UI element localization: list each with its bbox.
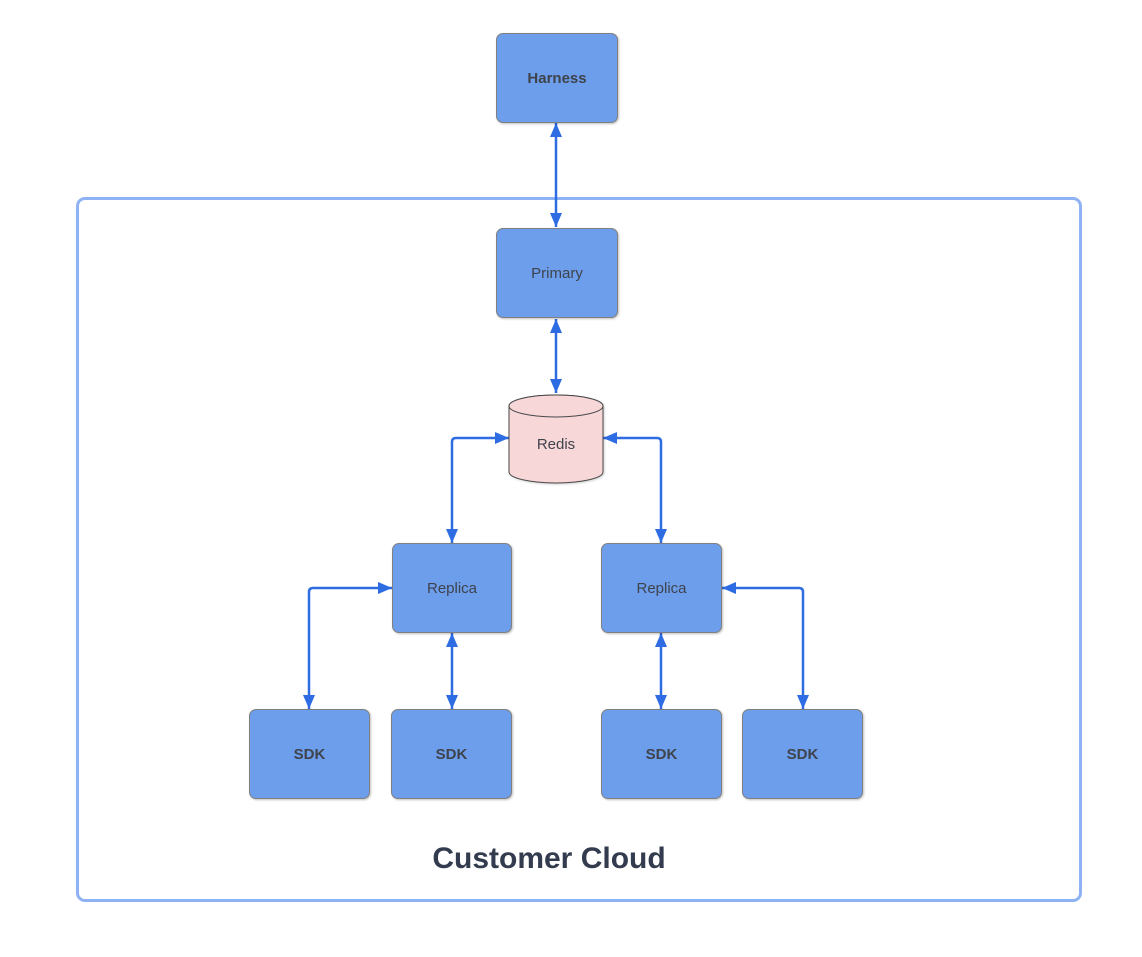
node-sdk-3: SDK [601, 709, 722, 799]
node-sdk-1: SDK [249, 709, 370, 799]
node-harness: Harness [496, 33, 618, 123]
customer-cloud-label: Customer Cloud [432, 842, 666, 875]
database-cylinder-icon [508, 394, 604, 484]
node-redis-label: Redis [536, 435, 576, 453]
node-sdk-2-label: SDK [435, 745, 468, 763]
node-redis: Redis [508, 394, 604, 484]
node-sdk-4-label: SDK [786, 745, 819, 763]
node-replica-right-label: Replica [636, 579, 687, 597]
arrowhead-up [550, 123, 562, 137]
node-replica-left: Replica [392, 543, 512, 633]
node-sdk-4: SDK [742, 709, 863, 799]
node-replica-left-label: Replica [426, 579, 478, 597]
node-harness-label: Harness [527, 69, 587, 87]
node-sdk-1-label: SDK [293, 745, 326, 763]
node-sdk-3-label: SDK [645, 745, 678, 763]
node-replica-right: Replica [601, 543, 722, 633]
node-sdk-2: SDK [391, 709, 512, 799]
node-primary-label: Primary [531, 264, 583, 282]
node-primary: Primary [496, 228, 618, 318]
customer-cloud-container [76, 197, 1082, 902]
